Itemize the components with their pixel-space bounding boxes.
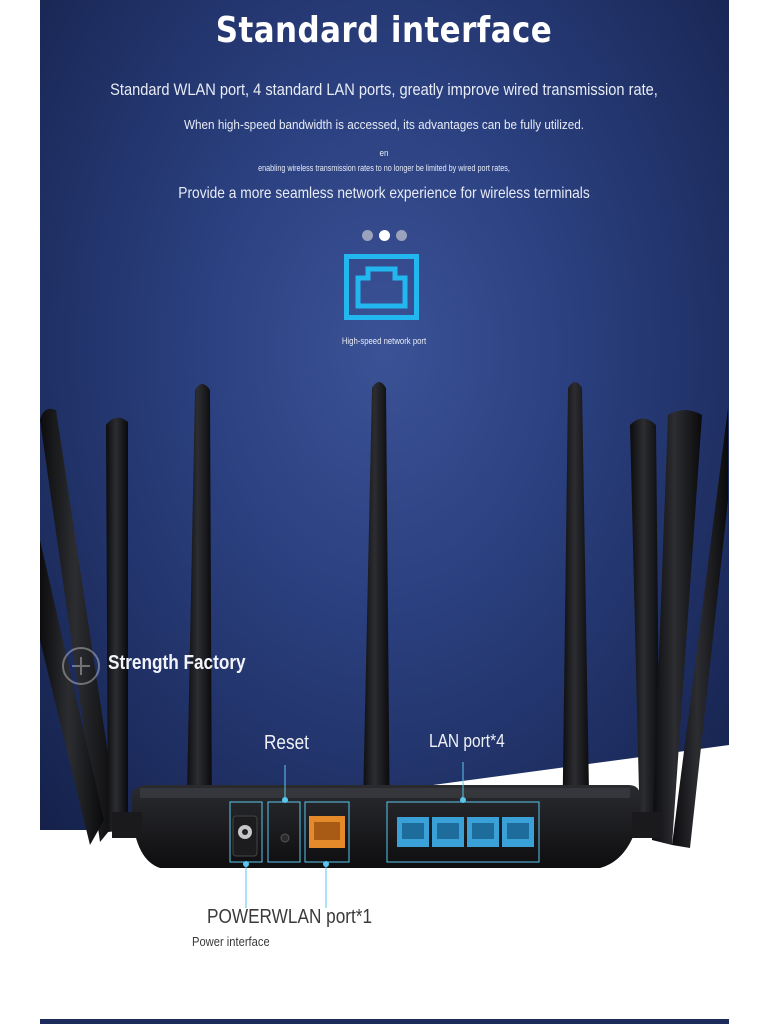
page-title: Standard interface (215, 10, 553, 51)
antenna-center (362, 382, 390, 850)
antenna-right-3 (630, 418, 660, 832)
wlan-port-label: POWERWLAN port*1 (207, 906, 373, 928)
bottom-divider (40, 1019, 729, 1024)
antenna-right-2 (652, 410, 702, 845)
power-interface-label: Power interface (192, 934, 270, 949)
carousel-dots (362, 230, 407, 241)
ethernet-port-icon (344, 254, 419, 320)
description-line-4: enabling wireless transmission rates to … (258, 163, 510, 173)
antenna-left-2 (40, 540, 104, 845)
description-line-1: Standard WLAN port, 4 standard LAN ports… (110, 80, 658, 99)
antenna-left-3 (106, 417, 128, 832)
watermark-text: Strength Factory (108, 652, 246, 674)
lan-port-label: LAN port*4 (429, 731, 505, 751)
antenna-left-1 (40, 408, 118, 842)
carousel-dot-1[interactable] (362, 230, 373, 241)
description-line-3: en (379, 148, 389, 158)
carousel-dot-3[interactable] (396, 230, 407, 241)
description-line-2: When high-speed bandwidth is accessed, i… (184, 117, 584, 132)
antenna-right-4 (562, 382, 590, 850)
port-caption: High-speed network port (341, 336, 427, 346)
reset-label: Reset (264, 732, 309, 754)
watermark-logo-icon (62, 647, 100, 685)
router-body (132, 785, 640, 868)
antenna-right-1 (672, 408, 728, 848)
carousel-dot-2[interactable] (379, 230, 390, 241)
description-line-5: Provide a more seamless network experien… (178, 185, 590, 202)
antenna-left-4 (186, 384, 212, 845)
